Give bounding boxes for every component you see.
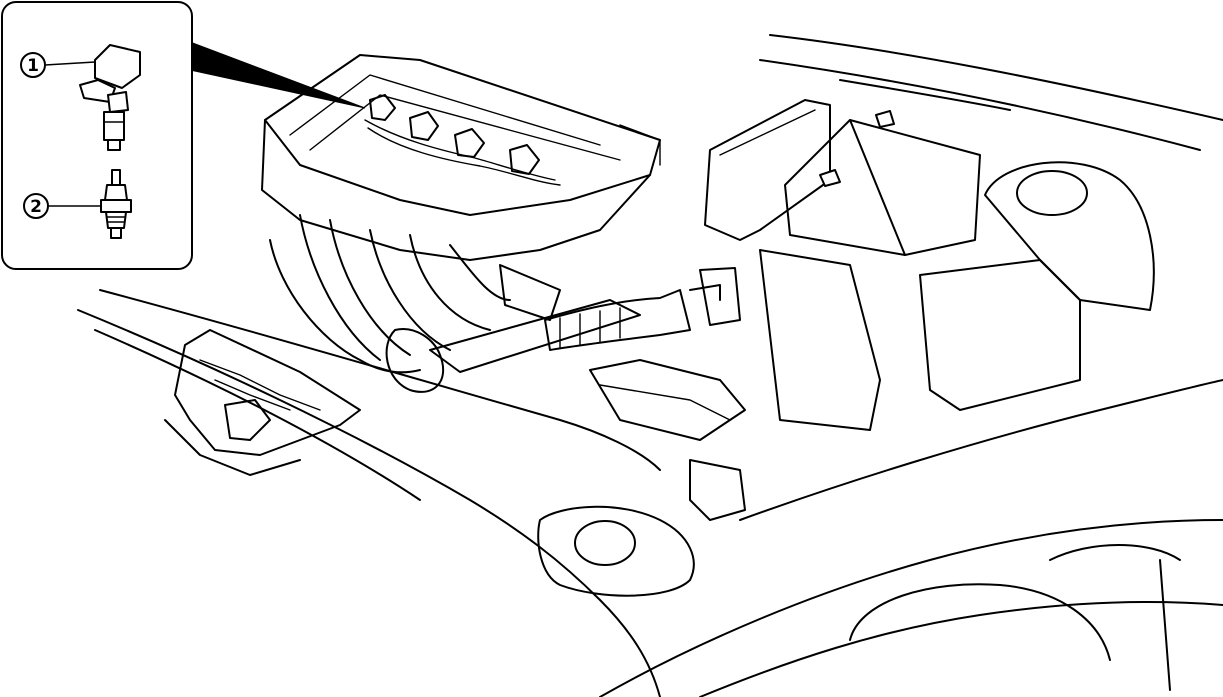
car-body-outline xyxy=(77,34,1223,697)
radiator-support xyxy=(164,329,361,476)
callout-item-1: 1 xyxy=(20,44,141,151)
callout-pointer xyxy=(189,41,366,109)
callout-inset-box: 1 2 xyxy=(1,1,193,270)
battery xyxy=(759,110,1081,431)
ignition-coils-installed xyxy=(364,94,561,186)
callout-number-2: 2 xyxy=(30,197,42,217)
callout-item-2: 2 xyxy=(23,169,132,239)
callout-number-1: 1 xyxy=(27,56,39,76)
strut-tower xyxy=(984,161,1155,311)
air-cleaner xyxy=(544,99,831,351)
spark-plug-icon xyxy=(100,169,132,239)
engine-assembly xyxy=(261,54,746,441)
ignition-coil-icon xyxy=(79,44,141,151)
front-apron xyxy=(537,459,746,597)
fender-lower xyxy=(849,544,1181,691)
